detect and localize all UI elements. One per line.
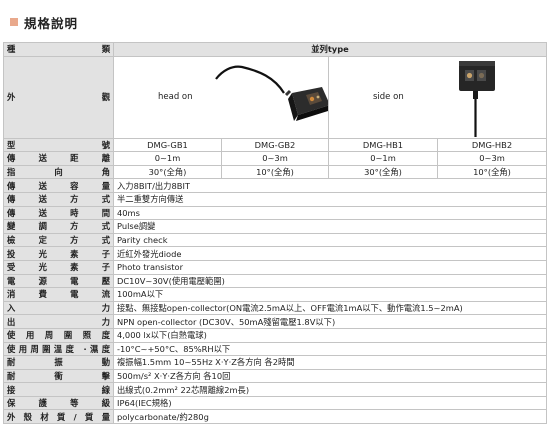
distance-cell: 0~3m [436, 151, 548, 166]
spec-row-value: -10°C~+50°C、85%RH以下 [112, 341, 548, 357]
series-header: 並列type [112, 42, 548, 57]
spec-row: 傳送方式半二重雙方向傳送 [3, 191, 548, 207]
spec-row-label: 傳送時間 [3, 205, 114, 221]
spec-row-value: 近紅外發光diode [112, 246, 548, 261]
spec-row-value: 出線式(0.2mm² 22芯隔離線2m長) [112, 382, 548, 397]
spec-row: 耐振動複振幅1.5mm 10~55Hz X‧Y‧Z各方向 各2時間 [3, 355, 548, 370]
spec-row-value: IP64(IEC規格) [112, 395, 548, 411]
spec-row-value: NPN open-collector (DC30V、50mA殘留電壓1.8V以下… [112, 314, 548, 329]
appearance-label: 外觀 [3, 55, 114, 139]
spec-row: 入力接點、無接點open-collector(ON電流2.5mA以上、OFF電流… [3, 300, 548, 316]
spec-row-value: polycarbonate/約280g [112, 409, 548, 425]
spec-row-value: DC10V~30V(使用電壓範圍) [112, 273, 548, 289]
spec-row-label: 電源電壓 [3, 273, 114, 289]
angle-row: 指向角 30°(全角) 10°(全角) 30°(全角) 10°(全角) [3, 164, 548, 180]
spec-row-value: 100mA以下 [112, 287, 548, 302]
model-cell: DMG-HB2 [436, 137, 548, 153]
spec-row-label: 接線 [3, 382, 114, 397]
spec-row-label: 使用周圍溫度 ‧濕度 [3, 341, 114, 357]
head-on-caption: head on [158, 92, 193, 103]
spec-row-label: 保護等級 [3, 395, 114, 411]
spec-row-value: 500m/s² X‧Y‧Z各方向 各10回 [112, 368, 548, 384]
spec-row-label: 傳送方式 [3, 191, 114, 207]
type-row: 種類 並列type [3, 42, 548, 57]
spec-row-label: 消費電流 [3, 287, 114, 302]
side-on-caption: side on [373, 92, 404, 103]
spec-row-label: 使用周圍照度 [3, 327, 114, 343]
angle-cell: 10°(全角) [436, 164, 548, 180]
spec-row: 使用周圍溫度 ‧濕度-10°C~+50°C、85%RH以下 [3, 341, 548, 357]
spec-row-value: Parity check [112, 232, 548, 248]
spec-row-value: 入力8BIT/出力8BIT [112, 178, 548, 193]
spec-row-label: 傳送容量 [3, 178, 114, 193]
spec-row-value: Photo transistor [112, 259, 548, 275]
angle-cell: 30°(全角) [328, 164, 438, 180]
model-cell: DMG-HB1 [328, 137, 438, 153]
spec-row-label: 入力 [3, 300, 114, 316]
spec-row-value: Pulse調變 [112, 219, 548, 234]
model-cell: DMG-GB2 [221, 137, 329, 153]
spec-row: 傳送容量入力8BIT/出力8BIT [3, 178, 548, 193]
spec-table: 種類 並列type 外觀 head on side on [3, 42, 548, 425]
spec-row-label: 檢定方式 [3, 232, 114, 248]
spec-row-label: 耐衝擊 [3, 368, 114, 384]
spec-row: 投光素子近紅外發光diode [3, 246, 548, 261]
appearance-row: 外觀 head on side on [3, 55, 548, 139]
spec-row-value: 複振幅1.5mm 10~55Hz X‧Y‧Z各方向 各2時間 [112, 355, 548, 370]
spec-row-label: 外殼材質/質量 [3, 409, 114, 425]
distance-cell: 0~1m [328, 151, 438, 166]
distance-cell: 0~3m [221, 151, 329, 166]
spec-row: 接線出線式(0.2mm² 22芯隔離線2m長) [3, 382, 548, 397]
side-on-cell: side on [327, 55, 548, 139]
spec-row-value: 接點、無接點open-collector(ON電流2.5mA以上、OFF電流1m… [112, 300, 548, 316]
model-cell: DMG-GB1 [113, 137, 222, 153]
spec-row-label: 投光素子 [3, 246, 114, 261]
spec-row-label: 受光素子 [3, 259, 114, 275]
distance-cell: 0~1m [113, 151, 222, 166]
section-heading: 規格說明 [10, 10, 78, 34]
head-on-cell: head on [113, 55, 329, 139]
spec-row-value: 40ms [112, 205, 548, 221]
model-label: 型號 [3, 137, 114, 153]
angle-cell: 10°(全角) [221, 164, 329, 180]
head-on-sensor-image [215, 65, 328, 121]
spec-row-label: 變調方式 [3, 219, 114, 234]
spec-row-label: 出力 [3, 314, 114, 329]
model-row: 型號 DMG-GB1 DMG-GB2 DMG-HB1 DMG-HB2 [3, 137, 548, 153]
heading-title: 規格說明 [24, 15, 79, 31]
side-on-sensor-image [459, 60, 495, 137]
heading-bullet-icon [10, 18, 18, 26]
angle-label: 指向角 [3, 164, 114, 180]
angle-cell: 30°(全角) [113, 164, 222, 180]
spec-row-value: 半二重雙方向傳送 [112, 191, 548, 207]
spec-row-label: 耐振動 [3, 355, 114, 370]
spec-row-value: 4,000 lx以下(白熱電球) [112, 327, 548, 343]
distance-row: 傳送距離 0~1m 0~3m 0~1m 0~3m [3, 151, 548, 166]
distance-label: 傳送距離 [3, 151, 114, 166]
type-label: 種類 [3, 42, 114, 57]
